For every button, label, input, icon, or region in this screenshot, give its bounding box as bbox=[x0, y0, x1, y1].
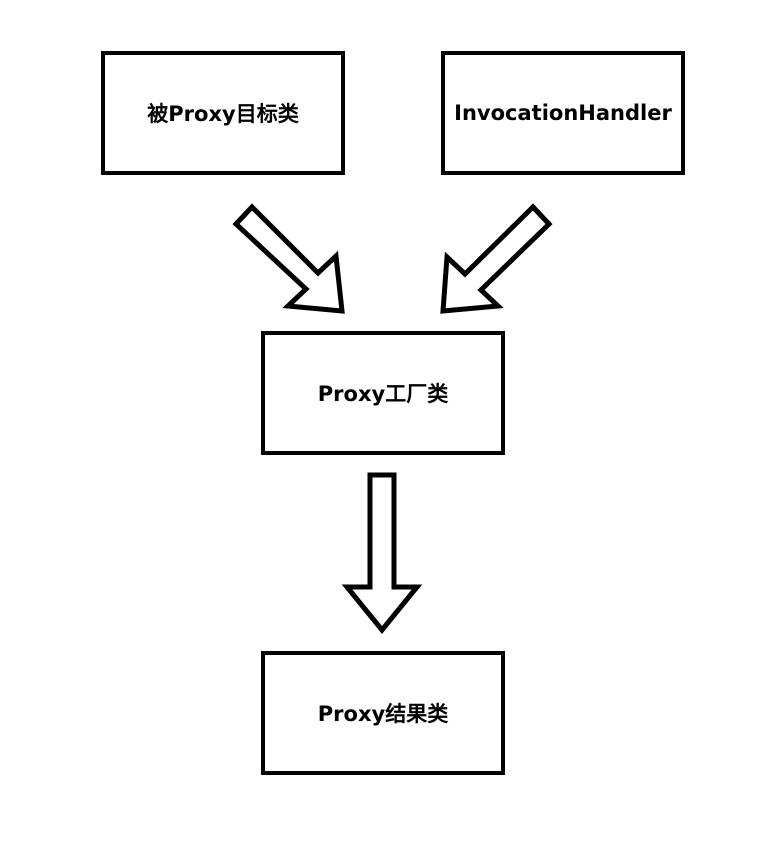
proxy-result-node: Proxy结果类 bbox=[261, 651, 505, 775]
proxy-result-label: Proxy结果类 bbox=[317, 702, 449, 726]
invocation-handler-label: InvocationHandler bbox=[454, 101, 672, 125]
proxy-factory-node: Proxy工厂类 bbox=[261, 331, 505, 455]
arrow-handler-to-factory bbox=[440, 203, 553, 314]
target-class-label: 被Proxy目标类 bbox=[147, 102, 299, 126]
proxy-factory-label: Proxy工厂类 bbox=[317, 382, 449, 406]
arrow-target-to-factory bbox=[232, 203, 345, 314]
arrow-factory-to-result bbox=[341, 472, 423, 634]
target-class-node: 被Proxy目标类 bbox=[101, 51, 345, 175]
invocation-handler-node: InvocationHandler bbox=[441, 51, 685, 175]
